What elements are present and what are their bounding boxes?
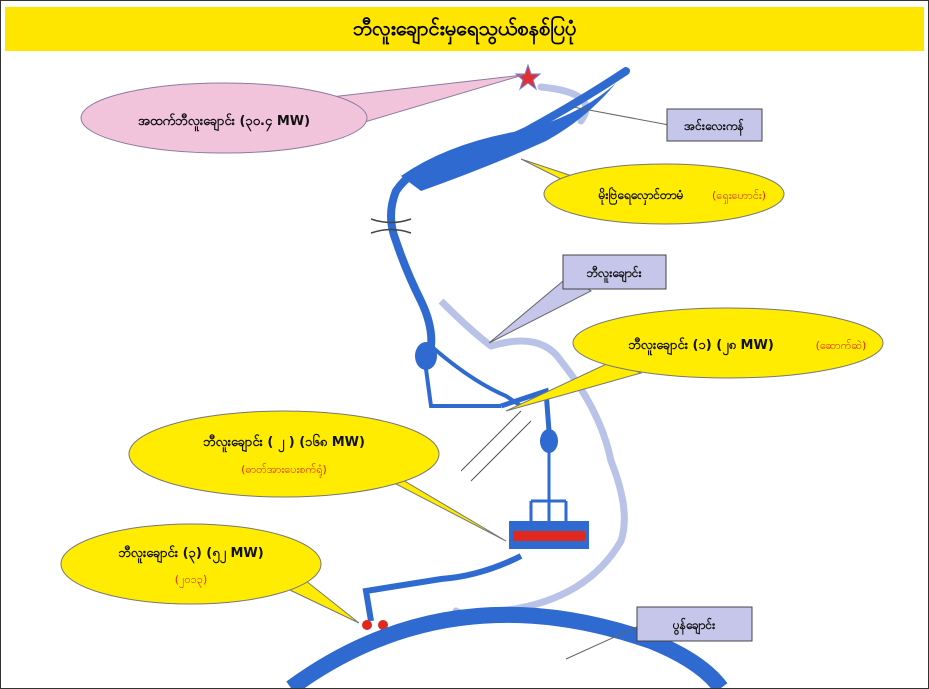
natural-stream-upper	[438, 298, 494, 349]
baluchaung-label: ဘီလူးချောင်း	[586, 264, 642, 284]
dam-note: (ရှေးဟောင်း)	[712, 189, 766, 204]
page-title: ဘီလူးချောင်းမှရေသွယ်စနစ်ပြပုံ	[352, 16, 577, 40]
plant3-note: (၂၀၁၃)	[175, 573, 208, 588]
pon-creek-box	[636, 606, 753, 642]
reservoir-shape	[401, 83, 616, 191]
inle-box	[666, 108, 763, 142]
dam-label: မိုးဗြဲရေလှောင်တာမံ	[597, 186, 683, 206]
upper-plant-label: အထက်ဘီလူးချောင်း (၃၀.၄ MW)	[138, 112, 310, 132]
plant3-callout	[60, 523, 322, 605]
pon-creek	[286, 606, 728, 688]
canal-to-plant2	[529, 451, 568, 521]
powerhouse-3-unit-a	[362, 620, 372, 630]
upper-plant-callout	[80, 82, 368, 154]
canal-to-plant1	[424, 344, 523, 408]
powerhouse-2-units	[513, 531, 585, 541]
main-river	[387, 67, 630, 350]
pon-creek-label: ပွန်ချောင်း	[672, 616, 716, 636]
inle-label: အင်းလေးကန်	[684, 117, 744, 137]
pon-creek-pointer	[565, 624, 642, 660]
forebay-2	[540, 429, 558, 453]
penstock-1	[500, 387, 552, 432]
upper-plant-star	[514, 63, 542, 91]
plant2-label: ဘီလူးချောင်း ( ၂ ) (၁၆၈ MW)	[203, 433, 365, 453]
plant1-label: ဘီလူးချောင်း (၁) (၂၈ MW)	[628, 336, 774, 356]
road-line-2	[470, 420, 532, 482]
title-bar: ဘီလူးချောင်းမှရေသွယ်စနစ်ပြပုံ	[5, 7, 924, 51]
baluchaung-box	[562, 254, 667, 290]
road-line	[460, 410, 522, 472]
dam-callout	[543, 163, 785, 225]
plant1-note: (ဆောက်ဆဲ)	[816, 339, 867, 352]
plant2-callout	[128, 410, 440, 498]
inle-pointer	[572, 106, 670, 126]
powerhouse-3-unit-b	[378, 620, 388, 630]
plant1-callout	[572, 307, 884, 379]
tailrace-canal	[362, 553, 523, 622]
crossing-mark	[370, 218, 412, 234]
plant2-note: (ဓာတ်အားပေးစက်ရုံ)	[241, 463, 327, 478]
plant3-label: ဘီလူးချောင်း (၃) (၅၂ MW)	[118, 544, 263, 564]
